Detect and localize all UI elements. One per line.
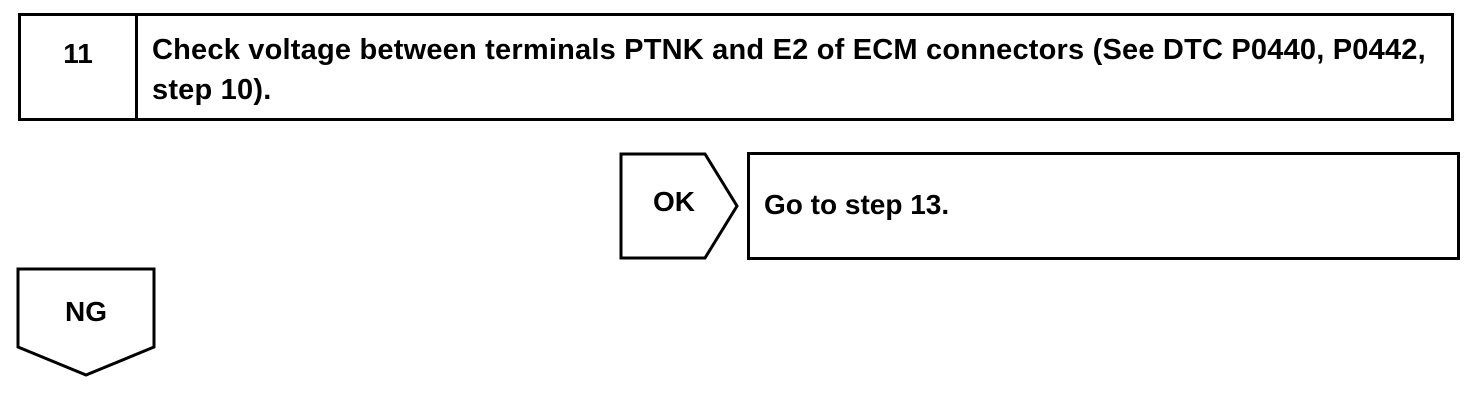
ng-arrow-shape bbox=[16, 267, 156, 377]
ok-label: OK bbox=[653, 186, 695, 217]
ok-result-text: Go to step 13. bbox=[764, 189, 950, 220]
ng-label: NG bbox=[65, 296, 107, 327]
step-box: 11 Check voltage between terminals PTNK … bbox=[18, 13, 1454, 121]
step-instruction: Check voltage between terminals PTNK and… bbox=[152, 34, 1426, 106]
ok-arrow-shape bbox=[619, 152, 739, 260]
step-number: 11 bbox=[21, 16, 138, 118]
ok-result-box: Go to step 13. bbox=[747, 152, 1460, 260]
